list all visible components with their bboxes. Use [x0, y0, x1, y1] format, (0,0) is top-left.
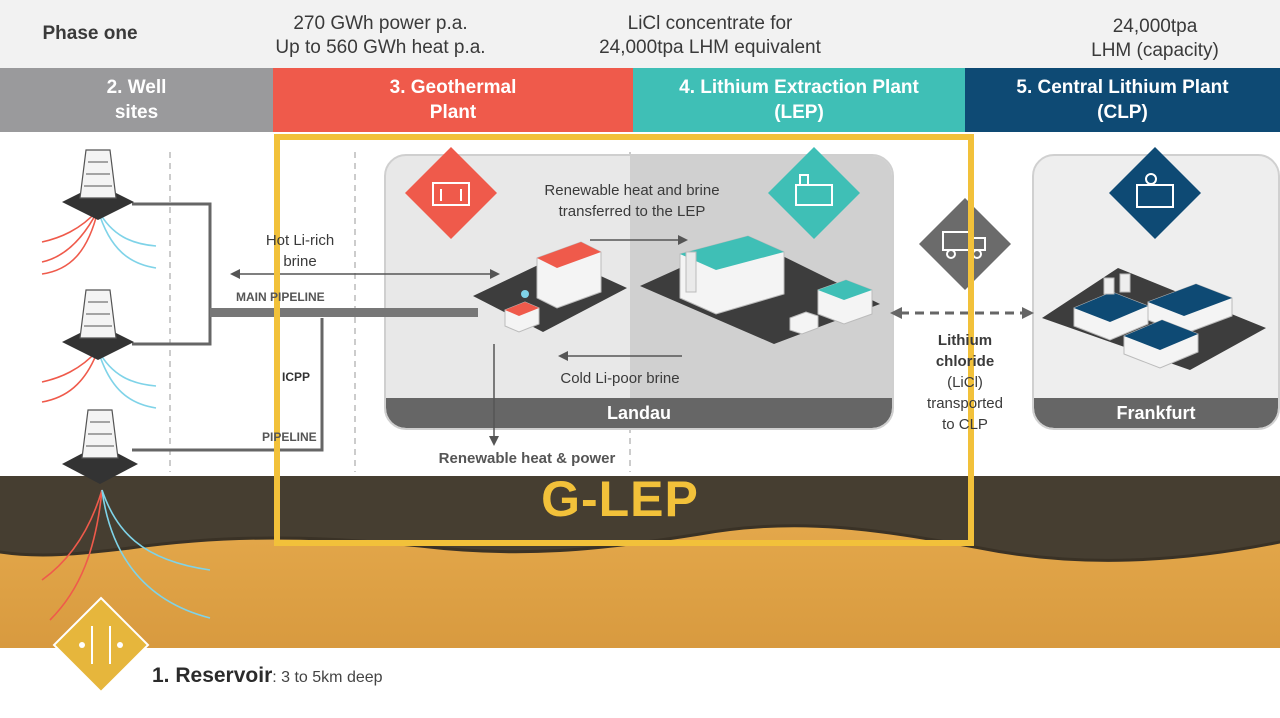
- lep-building: [640, 235, 880, 344]
- cold-brine-label: Cold Li-poor brine: [560, 370, 680, 387]
- top-output-row: [0, 0, 1280, 68]
- glep-highlight-box: [274, 134, 974, 546]
- header-central-lithium-plant: 5. Central Lithium Plant(CLP): [965, 68, 1280, 132]
- glep-label: G-LEP: [541, 471, 699, 527]
- landau-label: Landau: [386, 398, 892, 428]
- well-rig: [62, 149, 134, 220]
- header-lithium-extraction-plant: 4. Lithium Extraction Plant(LEP): [633, 68, 965, 132]
- reservoir-label: 1. Reservoir: 3 to 5km deep: [152, 664, 383, 687]
- geothermal-plant-building: [473, 241, 627, 333]
- pipelines: [132, 202, 1034, 452]
- well-sites-drawing: [41, 149, 211, 621]
- refinery-icon: [1109, 147, 1201, 239]
- clp-buildings: [1042, 268, 1266, 370]
- pipeline-label: PIPELINE: [262, 430, 317, 444]
- factory-icon: [405, 147, 497, 239]
- licl-transport-label: Lithium chloride (LiCl) transported to C…: [927, 332, 1003, 433]
- geothermal-output: 270 GWh power p.a.Up to 560 GWh heat p.a…: [275, 13, 486, 58]
- frankfurt-label: Frankfurt: [1034, 398, 1278, 428]
- main-pipeline-label: MAIN PIPELINE: [236, 290, 325, 304]
- plant-icon: [768, 147, 860, 239]
- reservoir-icon: [52, 596, 150, 694]
- icpp-label: ICPP: [282, 370, 311, 384]
- underground-band: [0, 476, 1280, 648]
- renewable-heat-power-label: Renewable heat & power: [438, 450, 616, 467]
- phase-label: Phase one: [42, 23, 138, 44]
